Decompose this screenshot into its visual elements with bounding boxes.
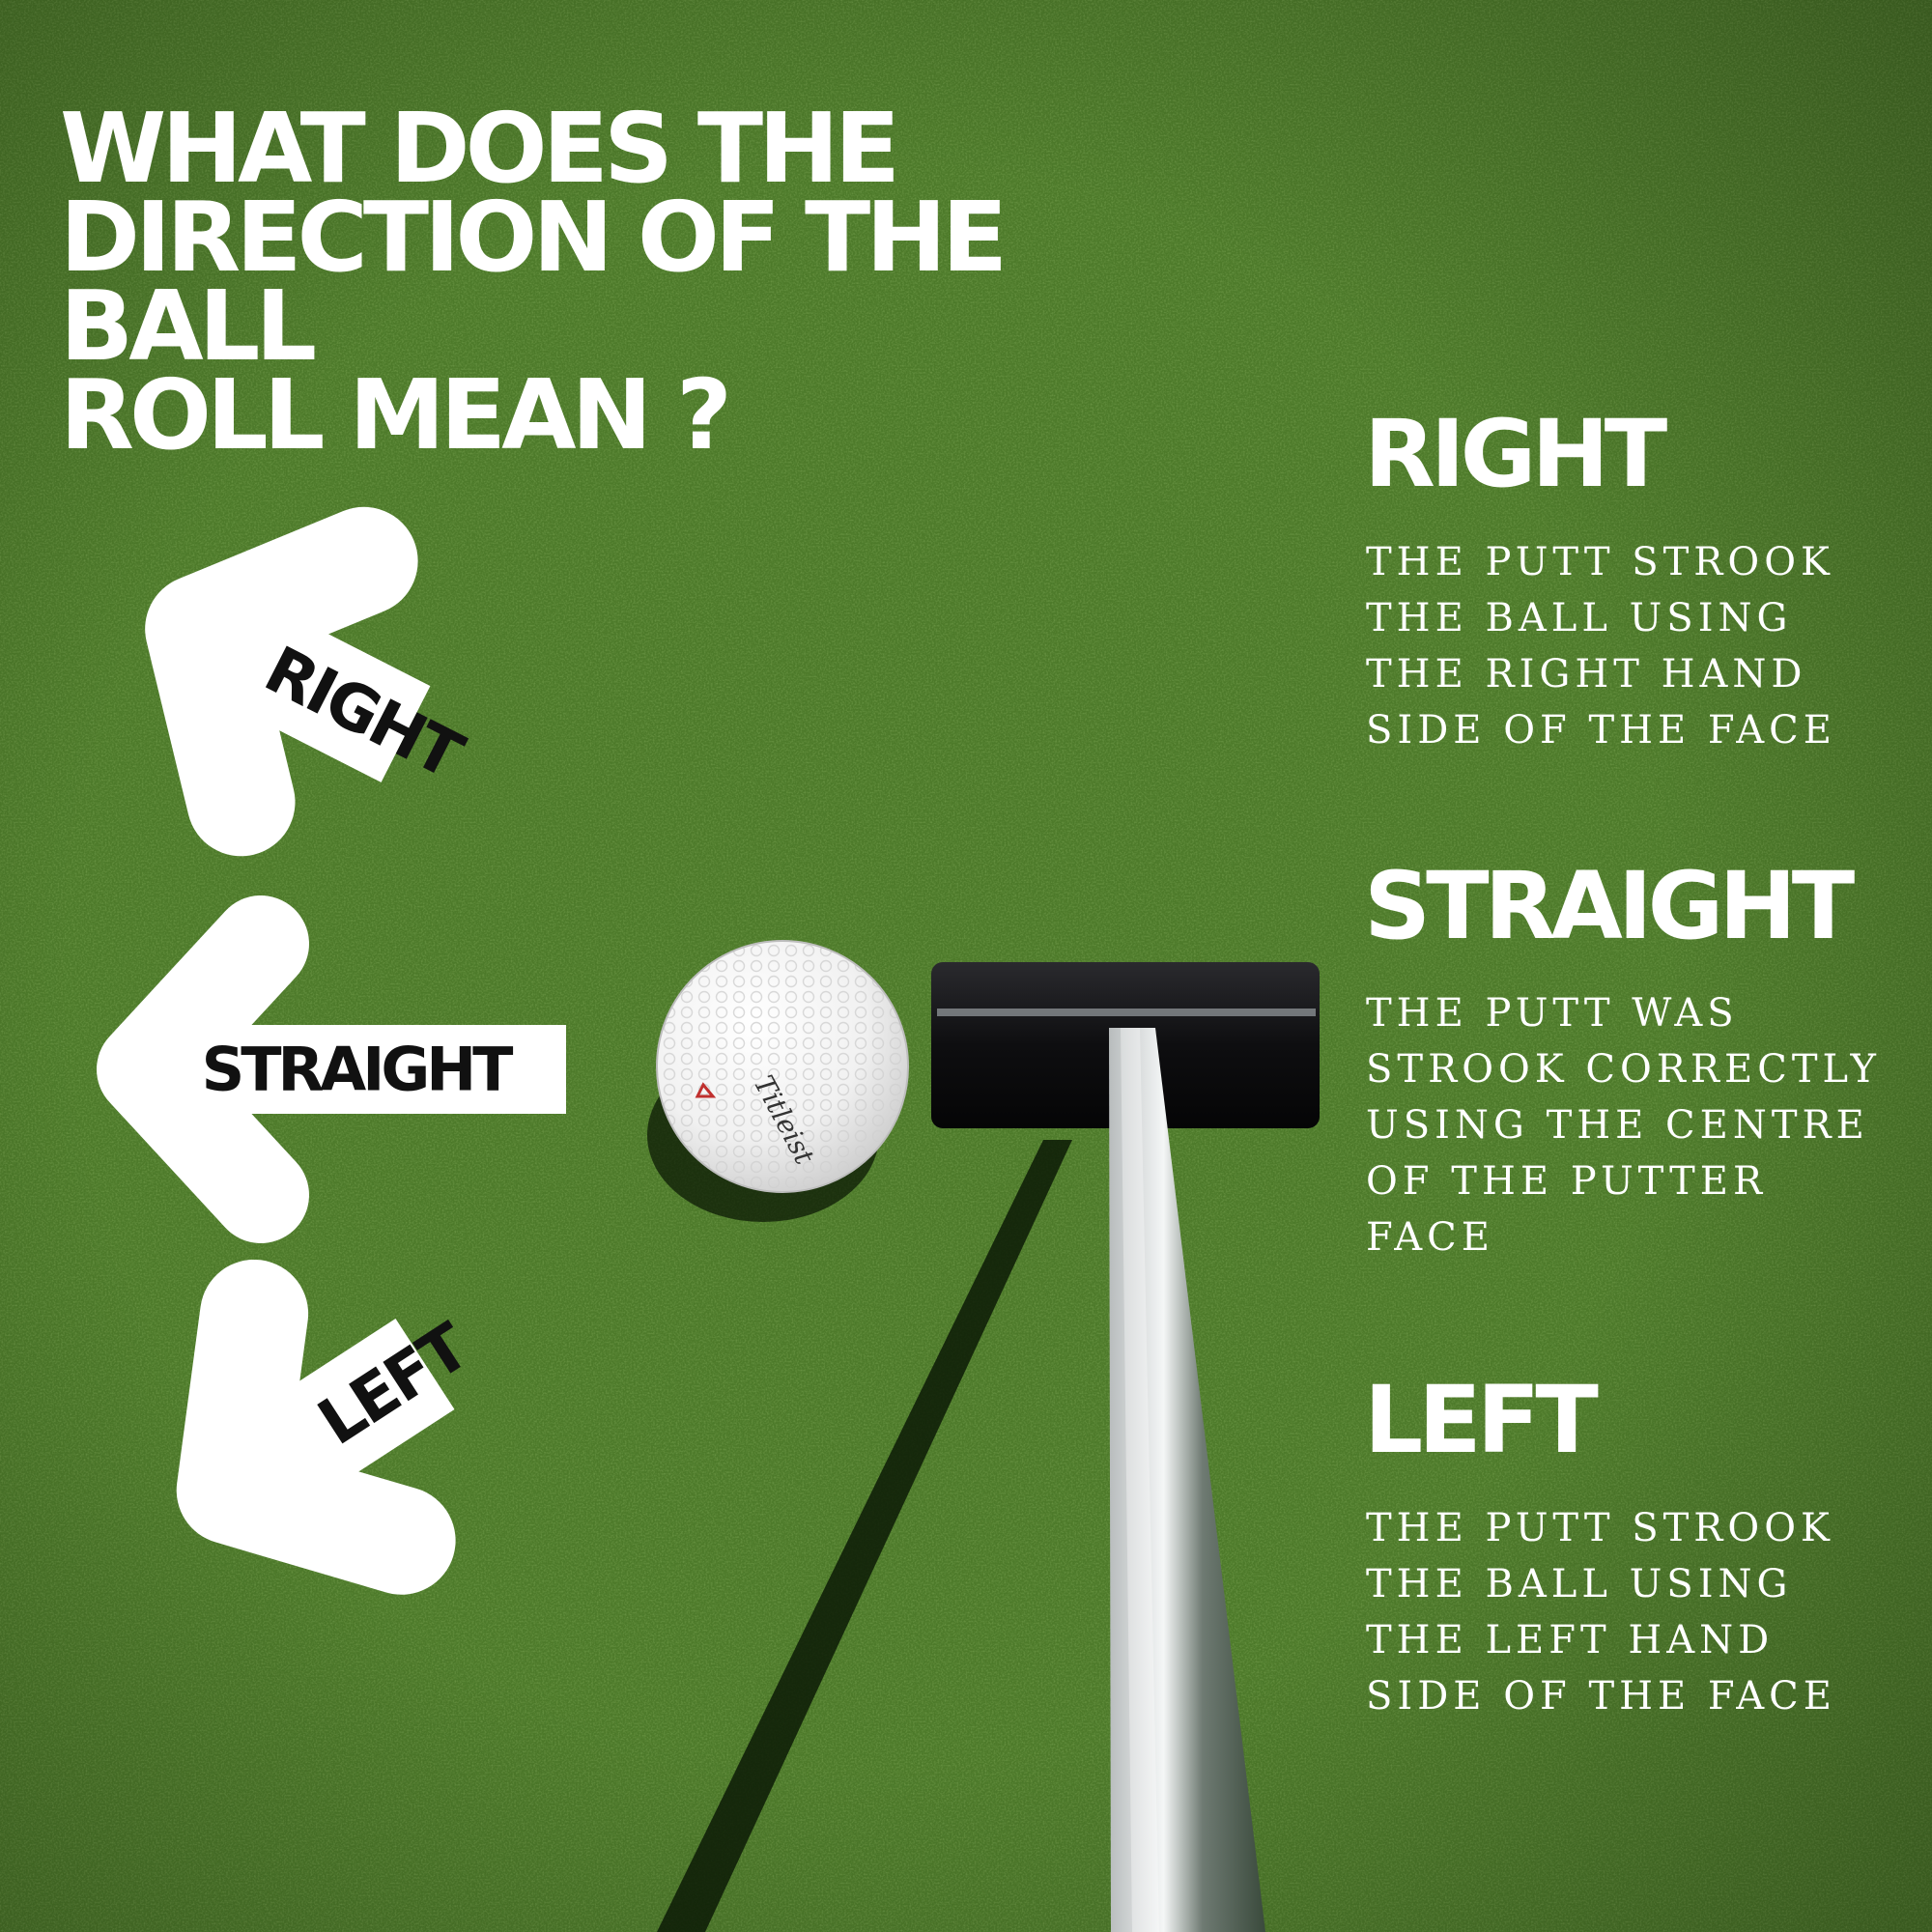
desc-line: OF THE PUTTER (1366, 1159, 1768, 1204)
section-right-heading: RIGHT (1364, 400, 1667, 508)
desc-line: SIDE OF THE FACE (1366, 708, 1836, 753)
putter (931, 962, 1320, 1932)
title-line-1: WHAT DOES THE (60, 92, 900, 205)
section-straight-description: THE PUTT WAS STROOK CORRECTLY USING THE … (1366, 985, 1926, 1265)
desc-line: THE BALL USING (1366, 1562, 1793, 1606)
arrow-straight-label: STRAIGHT (202, 1035, 514, 1105)
section-left-heading: LEFT (1364, 1366, 1599, 1474)
shaft-shadow (657, 1140, 1072, 1932)
desc-line: STROOK CORRECTLY (1366, 1047, 1881, 1092)
desc-line: THE PUTT STROOK (1366, 1506, 1834, 1550)
arrow-left: LEFT (176, 1259, 482, 1595)
desc-line: SIDE OF THE FACE (1366, 1674, 1836, 1719)
ball-logo-mark (695, 1082, 717, 1098)
section-right-description: THE PUTT STROOK THE BALL USING THE RIGHT… (1366, 534, 1926, 758)
golf-ball: Titleist (656, 940, 909, 1193)
desc-line: THE BALL USING (1366, 596, 1793, 640)
desc-line: USING THE CENTRE (1366, 1103, 1869, 1148)
putter-shaft (1109, 1028, 1265, 1932)
desc-line: THE LEFT HAND (1366, 1618, 1775, 1662)
desc-line: THE PUTT STROOK (1366, 540, 1834, 584)
section-left-description: THE PUTT STROOK THE BALL USING THE LEFT … (1366, 1500, 1926, 1724)
desc-line: FACE (1366, 1215, 1494, 1260)
page-title: WHAT DOES THE DIRECTION OF THE BALL ROLL… (60, 92, 1277, 471)
desc-line: THE RIGHT HAND (1366, 652, 1807, 696)
desc-line: THE PUTT WAS (1366, 991, 1739, 1036)
section-straight-heading: STRAIGHT (1364, 852, 1855, 960)
arrow-straight: STRAIGHT (97, 895, 566, 1243)
title-line-2: DIRECTION OF THE BALL (60, 181, 1008, 383)
title-line-3: ROLL MEAN ? (60, 358, 732, 471)
